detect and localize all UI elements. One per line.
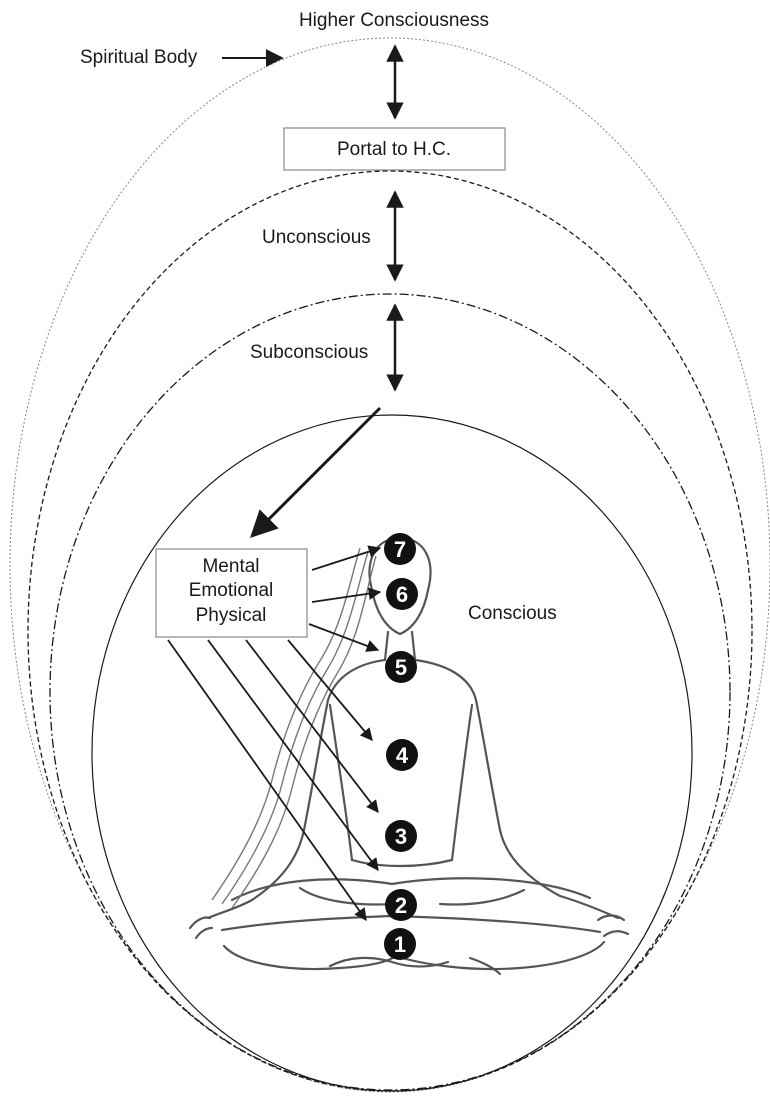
svg-text:1: 1: [394, 932, 406, 957]
emotional-label: Emotional: [189, 580, 274, 601]
svg-text:6: 6: [396, 582, 408, 607]
subconscious-to-body-arrow: [252, 408, 380, 536]
higher-consciousness-label: Higher Consciousness: [299, 10, 489, 31]
conscious-label: Conscious: [468, 603, 557, 624]
svg-text:3: 3: [395, 824, 407, 849]
portal-label: Portal to H.C.: [337, 139, 451, 160]
svg-text:5: 5: [395, 655, 407, 680]
subconscious-ellipse: [50, 294, 730, 1090]
svg-text:2: 2: [395, 893, 407, 918]
unconscious-label: Unconscious: [262, 227, 371, 248]
chakra-2: 2: [385, 889, 417, 921]
chakra-3: 3: [385, 820, 417, 852]
chakra-7: 7: [384, 533, 416, 565]
physical-label: Physical: [196, 605, 267, 626]
mental-label: Mental: [202, 556, 259, 577]
svg-text:7: 7: [394, 537, 406, 562]
spiritual-body-label: Spiritual Body: [80, 47, 198, 68]
chakra-6: 6: [386, 578, 418, 610]
chakra-4: 4: [386, 739, 418, 771]
subconscious-label: Subconscious: [250, 342, 368, 363]
chakra-5: 5: [385, 651, 417, 683]
svg-text:4: 4: [396, 743, 409, 768]
chakra-1: 1: [384, 928, 416, 960]
